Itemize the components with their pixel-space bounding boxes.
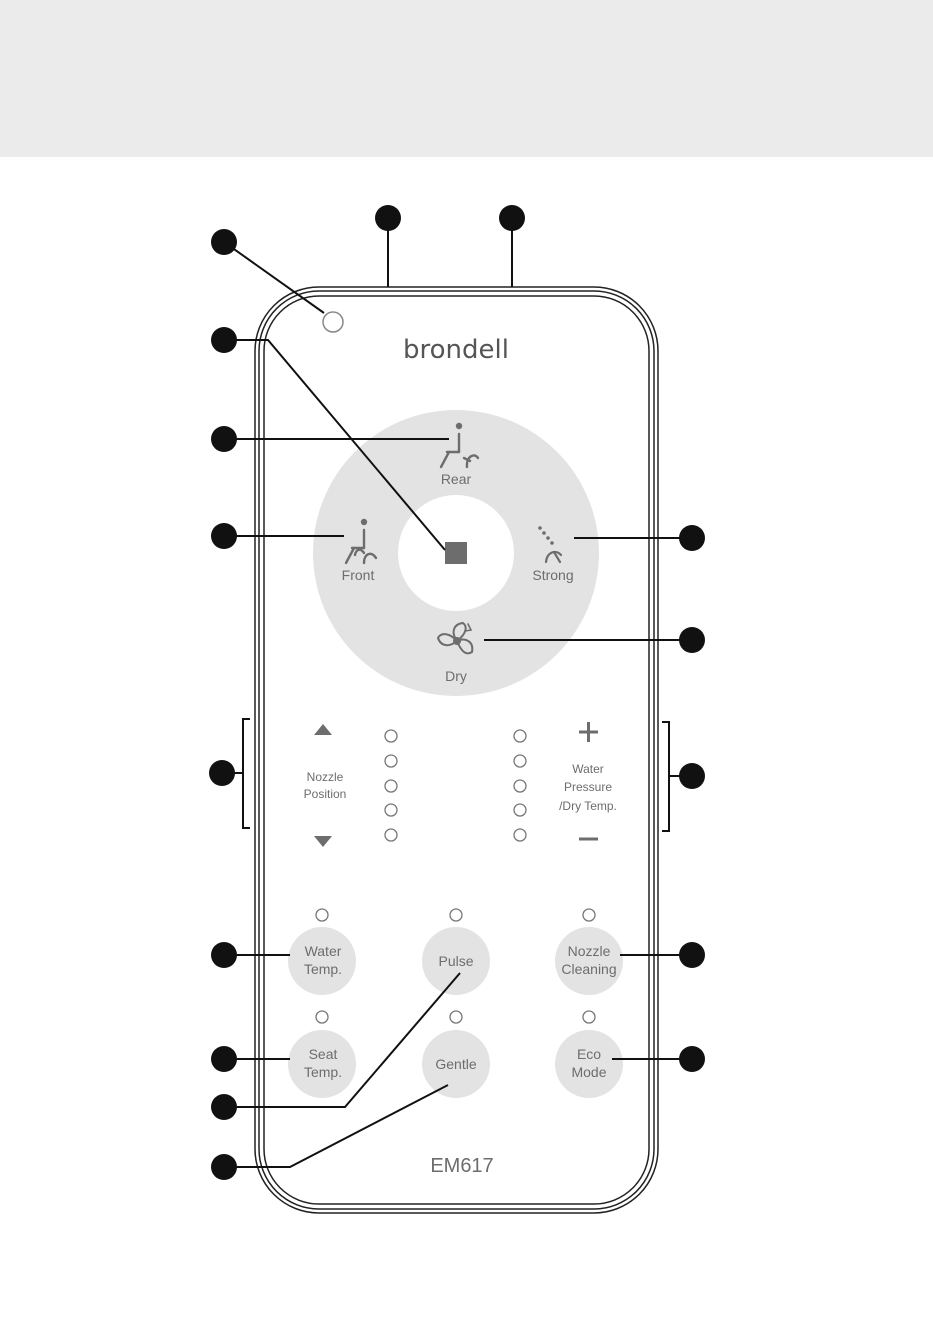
water-pressure-label-1: Water <box>572 762 604 776</box>
dry-button[interactable]: Dry <box>445 668 467 684</box>
callout-marker <box>211 327 237 353</box>
brand-logo: brondell <box>403 335 509 365</box>
callout-marker <box>211 229 237 255</box>
callout-marker <box>211 1154 237 1180</box>
strong-button[interactable]: Strong <box>532 567 573 583</box>
water-temp-label-2: Temp. <box>304 961 342 977</box>
callout-marker <box>211 1046 237 1072</box>
callout-marker <box>375 205 401 231</box>
status-led <box>323 312 343 332</box>
nozzle-up-arrow[interactable] <box>314 724 332 735</box>
seat-temp-label-1: Seat <box>309 1046 338 1062</box>
eco-mode-label-2: Mode <box>571 1064 606 1080</box>
eco-mode-label-1: Eco <box>577 1046 601 1062</box>
nozzle-position-leds <box>385 730 397 841</box>
callout-marker <box>679 525 705 551</box>
nozzle-position-label-1: Nozzle <box>307 770 344 784</box>
nozzle-position-label-2: Position <box>304 787 347 801</box>
callout-marker <box>499 205 525 231</box>
front-button[interactable]: Front <box>342 567 375 583</box>
callout-marker <box>211 1094 237 1120</box>
water-pressure-label-3: /Dry Temp. <box>559 799 617 813</box>
model-label: EM617 <box>430 1155 493 1177</box>
seat-temp-label-2: Temp. <box>304 1064 342 1080</box>
nozzle-down-arrow[interactable] <box>314 836 332 847</box>
callout-marker <box>211 942 237 968</box>
callout-marker <box>211 426 237 452</box>
callout-marker <box>209 760 235 786</box>
plus-icon[interactable] <box>579 722 598 742</box>
pulse-label: Pulse <box>438 953 473 969</box>
stop-button[interactable] <box>445 542 467 564</box>
callout-marker <box>211 523 237 549</box>
callout-marker <box>679 1046 705 1072</box>
rear-button[interactable]: Rear <box>441 471 472 487</box>
nozzle-cleaning-label-2: Cleaning <box>561 961 616 977</box>
callout-marker <box>679 763 705 789</box>
water-pressure-label-2: Pressure <box>564 780 612 794</box>
gentle-label: Gentle <box>435 1056 476 1072</box>
water-pressure-leds <box>514 730 526 841</box>
water-temp-label-1: Water <box>305 943 342 959</box>
callout-marker <box>679 942 705 968</box>
callout-marker <box>679 627 705 653</box>
nozzle-cleaning-label-1: Nozzle <box>568 943 611 959</box>
